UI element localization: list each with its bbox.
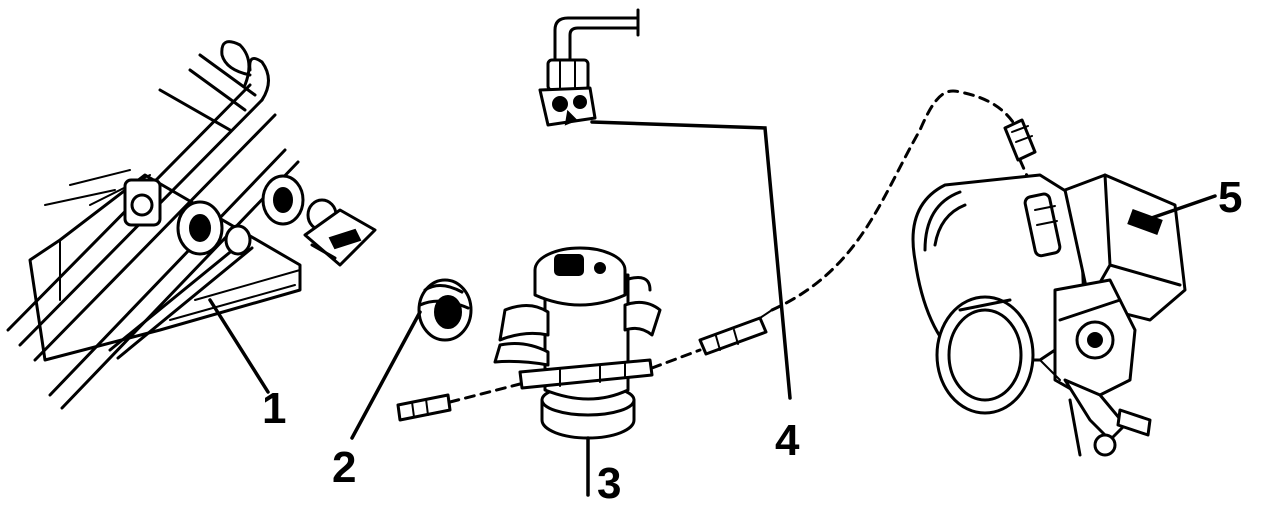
hose-end-fitting: [1003, 118, 1037, 162]
throttle-body: [911, 173, 1187, 457]
grommet: [417, 278, 473, 342]
leader-line-5: [1138, 194, 1217, 224]
manifold-assembly: [6, 40, 377, 410]
leader-line-1: [208, 298, 270, 394]
leader-line-2: [350, 310, 422, 440]
control-valve: [493, 246, 662, 440]
hose-route-mid: [650, 348, 702, 370]
solenoid-valve: [538, 8, 640, 127]
callout-2: 2: [332, 443, 356, 492]
hose-sleeve-left: [396, 393, 452, 422]
callout-3: 3: [597, 459, 621, 505]
hose-route-left: [448, 382, 522, 404]
callout-1: 1: [262, 384, 286, 433]
leader-line-4: [590, 120, 792, 400]
callout-4: 4: [775, 416, 800, 465]
callout-5: 5: [1218, 173, 1242, 222]
hose-route-long: [770, 89, 1017, 312]
hose-sleeve-right: [698, 309, 773, 356]
